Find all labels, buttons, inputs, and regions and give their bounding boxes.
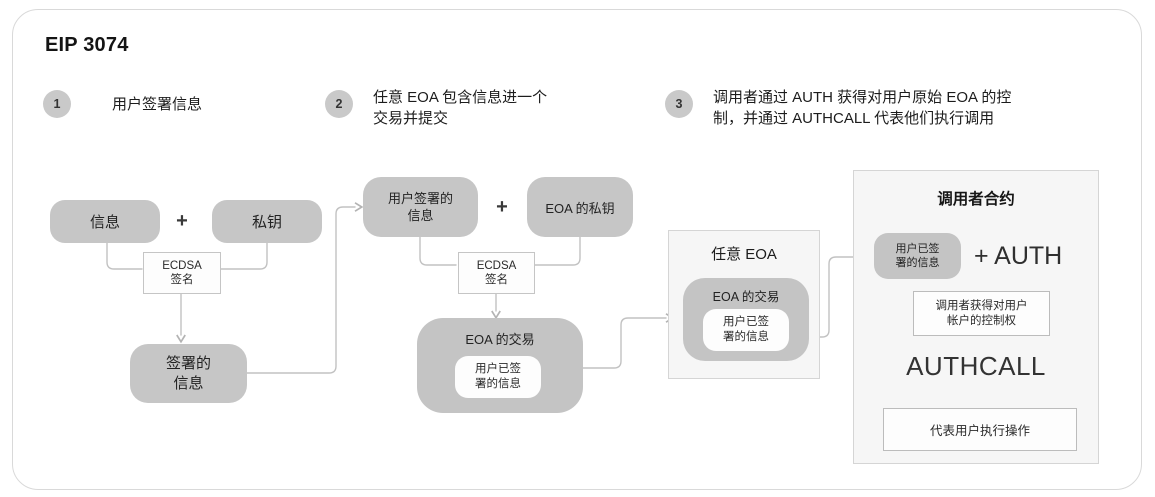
control-gained-box: 调用者获得对用户 帐户的控制权 <box>913 291 1050 336</box>
any-eoa-title: 任意 EOA <box>711 246 777 263</box>
wrapped-signed-message-box: 用户已签 署的信息 <box>455 356 541 398</box>
eoa-private-key-box: EOA 的私钥 <box>527 177 633 237</box>
user-signed-message-box: 用户签署的 信息 <box>363 177 478 237</box>
eoa-transaction-label: EOA 的交易 <box>465 332 535 347</box>
private-key-box: 私钥 <box>212 200 322 243</box>
any-eoa-panel: 任意 EOA EOA 的交易 用户已签 署的信息 <box>668 230 820 379</box>
any-eoa-signed-message-box: 用户已签 署的信息 <box>703 309 789 351</box>
eoa-transaction-box: EOA 的交易 用户已签 署的信息 <box>417 318 583 413</box>
step-2-badge: 2 <box>325 90 353 118</box>
authcall-label: AUTHCALL <box>906 351 1046 381</box>
step-1-badge: 1 <box>43 90 71 118</box>
step-3-badge: 3 <box>665 90 693 118</box>
caller-contract-panel: 调用者合约 用户已签 署的信息 + AUTH 调用者获得对用户 帐户的控制权 A… <box>853 170 1099 464</box>
ecdsa-sign-box-1: ECDSA 签名 <box>143 252 221 294</box>
any-eoa-transaction-box: EOA 的交易 用户已签 署的信息 <box>683 278 809 361</box>
page-title: EIP 3074 <box>45 34 129 56</box>
any-eoa-transaction-label: EOA 的交易 <box>712 290 780 304</box>
signed-message-box: 签署的 信息 <box>130 344 247 403</box>
step-3-label: 调用者通过 AUTH 获得对用户原始 EOA 的控 制，并通过 AUTHCALL… <box>713 89 1012 127</box>
plus-sign-1: + <box>176 209 188 232</box>
step-1-label: 用户签署信息 <box>112 96 203 113</box>
plus-auth-label: + AUTH <box>974 242 1063 270</box>
message-box: 信息 <box>50 200 160 243</box>
contract-signed-message-box: 用户已签 署的信息 <box>874 233 961 279</box>
caller-contract-title: 调用者合约 <box>937 191 1015 208</box>
ecdsa-sign-box-2: ECDSA 签名 <box>458 252 535 294</box>
step-2-label: 任意 EOA 包含信息进一个 交易并提交 <box>373 89 548 127</box>
act-on-behalf-box: 代表用户执行操作 <box>883 408 1077 451</box>
plus-sign-2: + <box>496 195 508 218</box>
